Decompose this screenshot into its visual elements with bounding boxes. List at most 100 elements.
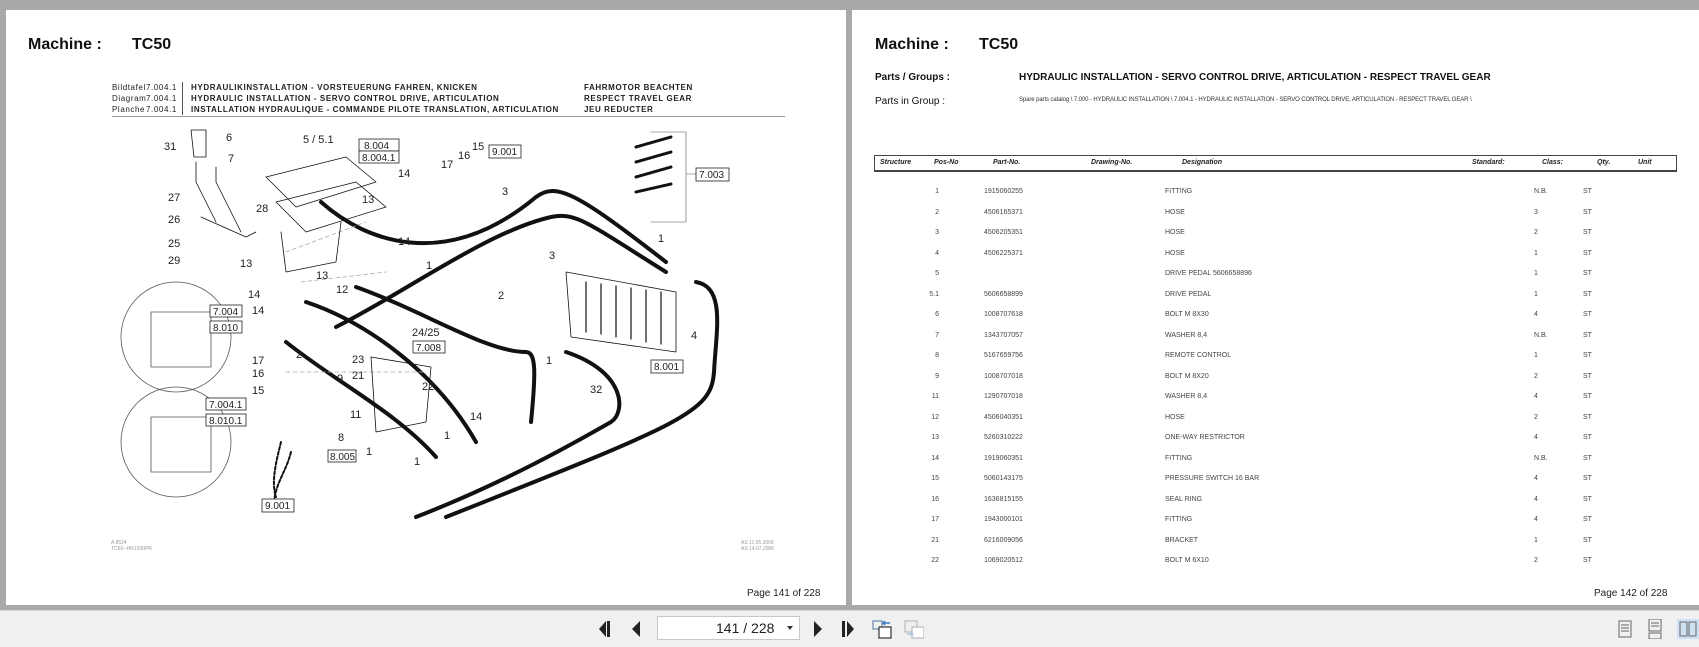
qty-cell: 4	[1534, 434, 1538, 441]
svg-text:3: 3	[549, 250, 555, 262]
pos-no-cell: 11	[931, 393, 939, 400]
chevron-down-icon[interactable]	[787, 626, 793, 630]
svg-text:9.001: 9.001	[265, 501, 290, 512]
part-no-cell: 5167659756	[984, 352, 1023, 359]
continuous-view-icon	[1648, 619, 1662, 639]
page-indicator: 141 / 228	[716, 620, 775, 636]
part-no-cell: 1008707618	[984, 311, 1023, 318]
svg-text:9.001: 9.001	[492, 147, 517, 158]
machine-label: Machine :	[28, 36, 102, 53]
previous-page-button[interactable]	[626, 619, 646, 639]
svg-text:14: 14	[398, 168, 410, 180]
document-viewer: Machine : TC50 Bildtafel 7.004.1 HYDRAUL…	[6, 10, 1699, 605]
svg-text:7.004: 7.004	[213, 307, 238, 318]
part-no-cell: 5606658899	[984, 290, 1023, 298]
unit-cell: ST	[1583, 393, 1592, 400]
title-divider	[112, 116, 785, 117]
part-no-cell: 1343707057	[984, 331, 1023, 339]
svg-text:1: 1	[366, 446, 372, 458]
col-structure: Structure	[880, 159, 912, 166]
svg-text:14: 14	[398, 236, 410, 248]
svg-text:14: 14	[470, 411, 482, 423]
parts-in-group-path: Spare parts catalog \ 7.000 - HYDRAULIC …	[1019, 97, 1472, 103]
svg-text:17: 17	[252, 355, 264, 367]
designation-cell: WASHER 8,4	[1165, 331, 1208, 339]
unit-cell: ST	[1583, 270, 1592, 277]
last-page-button[interactable]	[838, 619, 858, 639]
qty-cell: 1	[1534, 352, 1538, 359]
svg-text:7.008: 7.008	[416, 343, 441, 354]
unit-cell: ST	[1583, 229, 1592, 236]
qty-cell: 1	[1534, 290, 1538, 298]
svg-text:31: 31	[164, 141, 176, 153]
revision-dates: AS 11.05.2009 AS 14.07.2006	[741, 540, 775, 552]
part-no-cell: 1943000101	[984, 516, 1023, 523]
designation-cell: DRIVE PEDAL 5606658896	[1165, 270, 1252, 277]
part-no-cell: 1069020512	[984, 557, 1023, 564]
svg-text:25: 25	[168, 238, 180, 250]
next-page-button[interactable]	[808, 619, 828, 639]
pos-no-cell: 15	[931, 475, 939, 482]
qty-cell: 4	[1534, 516, 1538, 523]
single-page-view-icon	[1618, 620, 1632, 638]
two-page-view-button[interactable]	[1677, 619, 1699, 639]
svg-text:8: 8	[338, 432, 344, 444]
part-no-cell: 4506205351	[984, 229, 1023, 236]
next-view-button[interactable]	[904, 619, 924, 639]
svg-text:1: 1	[546, 355, 552, 367]
svg-text:1: 1	[426, 260, 432, 272]
part-no-cell: 4506225371	[984, 249, 1023, 257]
page-142: Machine : TC50 Parts / Groups : HYDRAULI…	[852, 10, 1699, 605]
svg-text:23: 23	[352, 354, 364, 366]
machine-value: TC50	[132, 36, 172, 53]
title-row-de: Bildtafel 7.004.1 HYDRAULIKINSTALLATION …	[112, 82, 693, 93]
designation-cell: DRIVE PEDAL	[1165, 290, 1212, 298]
designation-cell: BOLT M 8X20	[1165, 372, 1209, 380]
col-part-no: Part-No.	[993, 159, 1021, 166]
col-designation: Designation	[1182, 159, 1223, 166]
svg-text:2: 2	[498, 290, 504, 302]
unit-cell: ST	[1583, 331, 1592, 339]
svg-text:28: 28	[256, 203, 268, 215]
pos-no-cell: 13	[931, 434, 939, 441]
unit-cell: ST	[1583, 475, 1592, 482]
pos-no-cell: 1	[935, 188, 939, 195]
unit-cell: ST	[1583, 495, 1592, 503]
machine-label: Machine :	[875, 36, 949, 53]
go-back-view-icon	[872, 620, 892, 639]
svg-text:27: 27	[168, 192, 180, 204]
svg-text:5 / 5.1: 5 / 5.1	[303, 134, 334, 146]
designation-cell: SEAL RING	[1165, 495, 1203, 503]
qty-cell: 4	[1534, 393, 1538, 400]
col-pos-no: Pos-No	[934, 159, 959, 166]
two-page-view-icon	[1679, 621, 1697, 637]
designation-cell: HOSE	[1165, 208, 1185, 216]
prev-page-icon	[632, 621, 640, 637]
svg-text:14: 14	[252, 305, 264, 317]
col-unit: Unit	[1638, 159, 1652, 166]
part-no-cell: 1008707018	[984, 372, 1023, 380]
svg-text:9: 9	[337, 373, 343, 385]
single-page-view-button[interactable]	[1615, 619, 1635, 639]
col-class: Class:	[1542, 159, 1564, 166]
continuous-view-button[interactable]	[1645, 619, 1665, 639]
qty-cell: 2	[1534, 557, 1538, 564]
svg-text:1: 1	[414, 456, 420, 468]
part-no-cell: 1636815155	[984, 495, 1023, 503]
page-selector[interactable]: 141 / 228	[657, 616, 800, 640]
svg-text:21: 21	[352, 370, 364, 382]
pos-no-cell: 6	[935, 311, 939, 318]
parts-groups-value: HYDRAULIC INSTALLATION - SERVO CONTROL D…	[1019, 72, 1491, 83]
first-page-button[interactable]	[596, 619, 616, 639]
qty-cell: 3	[1534, 208, 1538, 216]
part-no-cell: 5260310222	[984, 434, 1023, 441]
first-page-icon	[599, 621, 610, 637]
previous-view-button[interactable]	[872, 619, 892, 639]
col-standard: Standard:	[1472, 159, 1505, 166]
qty-cell: 2	[1534, 229, 1538, 236]
unit-cell: ST	[1583, 290, 1592, 298]
